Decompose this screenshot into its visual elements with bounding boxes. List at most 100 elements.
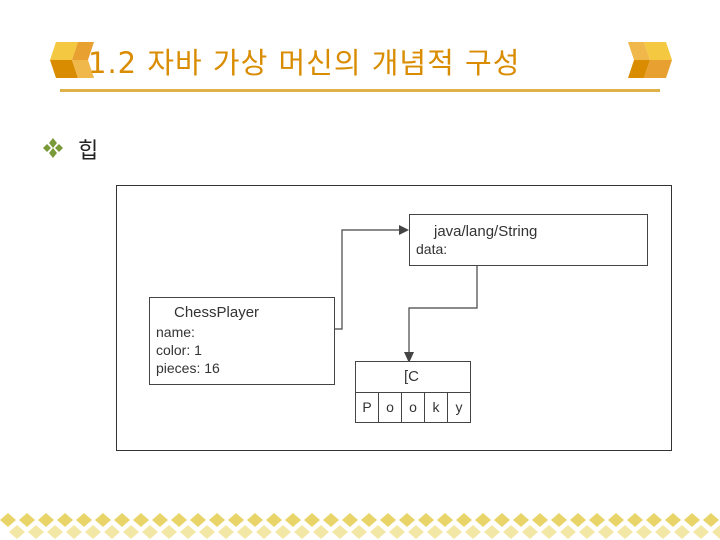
- footer-diamond: [636, 525, 652, 539]
- footer-diamond: [332, 525, 348, 539]
- footer-diamond: [399, 513, 415, 527]
- footer-diamond: [456, 513, 472, 527]
- footer-diamond: [712, 525, 720, 539]
- string-object-box: java/lang/String data:: [409, 214, 648, 266]
- footer-diamond: [95, 513, 111, 527]
- footer-diamond: [646, 513, 662, 527]
- footer-diamond: [560, 525, 576, 539]
- footer-diamond: [133, 513, 149, 527]
- footer-diamond: [579, 525, 595, 539]
- footer-diamond: [418, 513, 434, 527]
- footer-diamond: [199, 525, 215, 539]
- footer-diamond: [446, 525, 462, 539]
- footer-diamond: [190, 513, 206, 527]
- footer-diamond: [684, 513, 700, 527]
- footer-diamond: [9, 525, 25, 539]
- footer-diamond: [104, 525, 120, 539]
- footer-diamond: [171, 513, 187, 527]
- heap-diagram: java/lang/String data: ChessPlayer name:…: [116, 185, 672, 451]
- footer-diamond: [665, 513, 681, 527]
- footer-diamond: [608, 513, 624, 527]
- char-cell: o: [402, 393, 425, 422]
- footer-diamond: [152, 513, 168, 527]
- footer-diamond: [123, 525, 139, 539]
- footer-diamond-pattern-icon: [0, 510, 720, 540]
- footer-diamond: [266, 513, 282, 527]
- footer-diamond: [19, 513, 35, 527]
- footer-diamond: [380, 513, 396, 527]
- footer-diamond: [617, 525, 633, 539]
- footer-diamond: [161, 525, 177, 539]
- footer-diamond: [437, 513, 453, 527]
- footer-diamond: [66, 525, 82, 539]
- footer-diamond: [475, 513, 491, 527]
- title-underline: [60, 89, 660, 92]
- diamond-bullet-icon: [42, 137, 64, 159]
- footer-diamond: [285, 513, 301, 527]
- footer-diamond: [427, 525, 443, 539]
- footer-diamond: [532, 513, 548, 527]
- bullet-text: 힙: [78, 133, 98, 165]
- footer-diamond: [513, 513, 529, 527]
- right-cube-decoration-icon: [624, 42, 672, 78]
- footer-diamond: [494, 513, 510, 527]
- footer-diamond: [57, 513, 73, 527]
- footer-diamond: [674, 525, 690, 539]
- slide-title: 1.2 자바 가상 머신의 개념적 구성: [88, 40, 520, 82]
- footer-diamond: [218, 525, 234, 539]
- footer-diamond: [541, 525, 557, 539]
- char-cell: o: [379, 393, 402, 422]
- char-array-type-label: [C: [404, 368, 419, 385]
- footer-diamond: [389, 525, 405, 539]
- footer-diamond: [228, 513, 244, 527]
- footer-diamond: [589, 513, 605, 527]
- footer-diamond: [351, 525, 367, 539]
- chessplayer-object-box: ChessPlayer name: color: 1 pieces: 16: [149, 297, 335, 385]
- footer-diamond: [551, 513, 567, 527]
- footer-diamond: [703, 513, 719, 527]
- footer-diamond: [256, 525, 272, 539]
- char-cell: y: [448, 393, 470, 422]
- footer-diamond: [598, 525, 614, 539]
- string-data-field: data:: [416, 241, 447, 257]
- title-bar: 1.2 자바 가상 머신의 개념적 구성: [0, 0, 720, 100]
- footer-diamond: [361, 513, 377, 527]
- footer-diamond: [465, 525, 481, 539]
- footer-diamond: [408, 525, 424, 539]
- footer-diamond: [275, 525, 291, 539]
- footer-diamond: [570, 513, 586, 527]
- char-array-box: [C P o o k y: [355, 361, 471, 423]
- chessplayer-class-name: ChessPlayer: [174, 304, 259, 321]
- footer-diamond: [484, 525, 500, 539]
- string-class-name: java/lang/String: [434, 223, 537, 240]
- footer-diamond: [247, 513, 263, 527]
- footer-diamond: [28, 525, 44, 539]
- char-cell: P: [356, 393, 379, 422]
- footer-diamond: [627, 513, 643, 527]
- footer-diamond: [142, 525, 158, 539]
- footer-diamond: [693, 525, 709, 539]
- footer-diamond: [237, 525, 253, 539]
- footer-diamond: [0, 513, 16, 527]
- footer-diamond: [304, 513, 320, 527]
- footer-diamond: [342, 513, 358, 527]
- footer-diamond: [503, 525, 519, 539]
- footer-diamond: [655, 525, 671, 539]
- chessplayer-pieces-field: pieces: 16: [156, 360, 220, 376]
- footer-diamond: [85, 525, 101, 539]
- name-arrowhead: [399, 225, 409, 235]
- char-array-cells: P o o k y: [356, 393, 470, 422]
- footer-diamond: [313, 525, 329, 539]
- footer-diamond: [323, 513, 339, 527]
- footer-diamond: [114, 513, 130, 527]
- footer-diamond: [38, 513, 54, 527]
- footer-diamond: [180, 525, 196, 539]
- footer-diamond: [294, 525, 310, 539]
- footer-diamond: [76, 513, 92, 527]
- char-cell: k: [425, 393, 448, 422]
- chessplayer-name-field: name:: [156, 324, 195, 340]
- footer-diamond: [209, 513, 225, 527]
- footer-diamond: [522, 525, 538, 539]
- footer-diamond: [47, 525, 63, 539]
- chessplayer-color-field: color: 1: [156, 342, 202, 358]
